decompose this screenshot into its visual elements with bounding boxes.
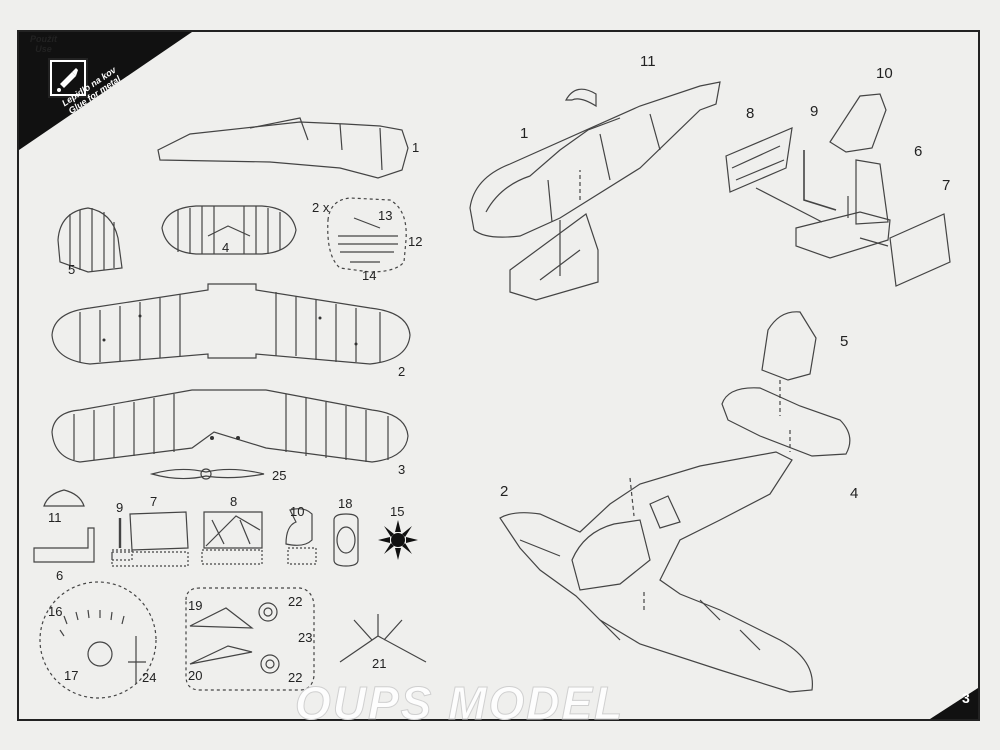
label-part-5: 5 [68,262,75,277]
part-25-propeller [149,468,265,480]
label-part-22a: 22 [288,594,302,609]
label-part-20: 20 [188,668,202,683]
label-part-3: 3 [398,462,405,477]
assembly-seat [829,93,887,153]
part-10-seat [285,508,313,546]
assembly-armor-plate [855,159,889,225]
label-part-4: 4 [222,240,229,255]
label-part-24: 24 [142,670,156,685]
label-assembly-1: 1 [520,125,528,142]
assembly-tailplane [721,387,851,457]
page-number: 3 [962,690,970,706]
part-3-wing [51,389,409,463]
label-assembly-5: 5 [840,333,848,350]
label-part-21: 21 [372,656,386,671]
label-assembly-6: 6 [914,143,922,160]
sheet-frame [17,30,980,721]
page-corner [930,688,978,719]
label-assembly-11: 11 [640,53,656,70]
label-qty: 2 x [312,200,330,215]
group-16-17-24 [39,581,157,699]
label-part-6: 6 [56,568,63,583]
glue-bottle-icon-graphic [52,62,84,94]
label-part-19: 19 [188,598,202,613]
assembly-fuselage [469,81,721,238]
label-part-18: 18 [338,496,352,511]
label-assembly-9: 9 [810,103,818,120]
glue-bottle-icon [48,58,88,98]
part-8-seatback [203,511,263,549]
part-6-floor [33,527,95,563]
part-5-rudder [57,207,123,273]
label-part-17: 17 [64,668,78,683]
label-assembly-10: 10 [876,65,893,82]
label-part-14: 14 [362,268,376,283]
label-part-9: 9 [116,500,123,515]
assembly-aircraft [499,451,813,693]
label-part-23: 23 [298,630,312,645]
label-part-11: 11 [48,510,62,525]
part-4-tailplane [161,205,297,255]
label-part-7: 7 [150,494,157,509]
assembly-cockpit-tub [509,213,599,301]
part-15-engine [378,520,418,560]
assembly-rudder [761,311,817,381]
label-assembly-2: 2 [500,483,508,500]
part-1-fuselage [157,121,409,179]
part-7-armor [129,511,189,551]
part-11-panel [43,489,85,507]
label-part-16: 16 [48,604,62,619]
label-part-10: 10 [290,504,304,519]
part-18 [333,513,359,567]
label-part-15: 15 [390,504,404,519]
label-assembly-4: 4 [850,485,858,502]
group-12-14 [327,197,407,273]
legend-use-label: Použít Use [30,34,57,54]
part-2-wing [51,283,411,365]
detail-dots [102,314,358,440]
label-assembly-8: 8 [746,105,754,122]
label-part-22b: 22 [288,670,302,685]
legend-use-cs: Použít [30,34,57,44]
label-part-25: 25 [272,468,286,483]
assembly-floor [795,211,891,259]
label-part-2: 2 [398,364,405,379]
part-21-gear [339,614,427,663]
label-part-1: 1 [412,140,419,155]
legend-use-en: Use [35,44,52,54]
parts-sprue [33,81,951,699]
watermark: OUPS MODEL [294,677,625,730]
assembly-seatback [725,127,793,193]
assembly-armor-rear [889,213,951,287]
label-assembly-7: 7 [942,177,950,194]
label-part-8: 8 [230,494,237,509]
label-part-13: 13 [378,208,392,223]
label-part-12: 12 [408,234,422,249]
